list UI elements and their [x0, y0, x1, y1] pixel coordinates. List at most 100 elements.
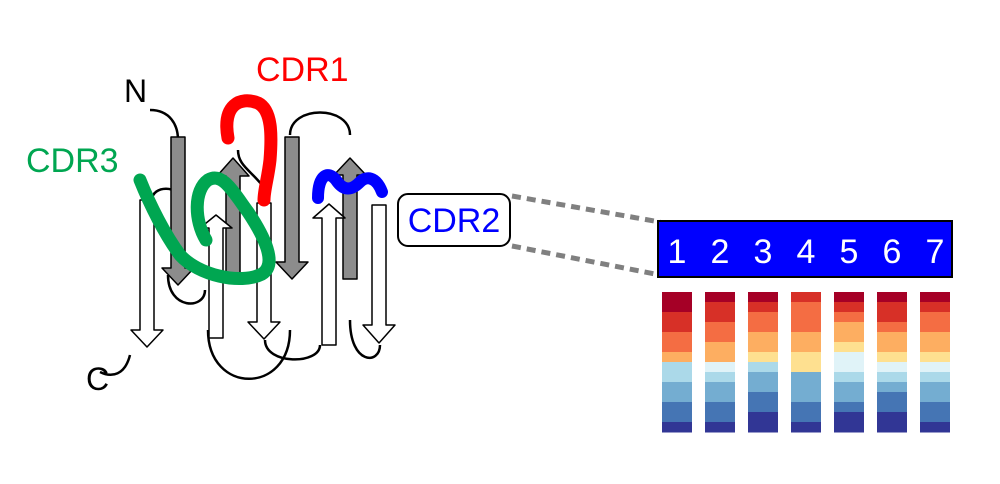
heatmap-cell	[748, 382, 778, 393]
strand-white-5	[362, 204, 396, 344]
heatmap-cell	[920, 302, 950, 313]
heatmap-cell	[662, 342, 692, 353]
heatmap-cell	[834, 422, 864, 433]
heatmap-cell	[748, 362, 778, 373]
cdr2-position-box	[657, 220, 953, 278]
heatmap-cell	[920, 422, 950, 433]
heatmap-cell	[662, 292, 692, 303]
heatmap-cell	[791, 332, 821, 343]
heatmap-cell	[748, 372, 778, 383]
strand-gray-3	[275, 136, 309, 280]
zoom-lines	[511, 193, 661, 278]
heatmap-cell	[662, 392, 692, 403]
heatmap-cell	[791, 372, 821, 383]
cdr2-loop	[312, 169, 388, 204]
heatmap-cell	[705, 352, 735, 363]
heatmap-cell	[748, 352, 778, 363]
heatmap-cell	[920, 382, 950, 393]
heatmap-cell	[877, 392, 907, 403]
heatmap-cell	[877, 302, 907, 313]
heatmap-cell	[877, 372, 907, 383]
position-number: 6	[883, 233, 902, 271]
heatmap-cell	[705, 372, 735, 383]
strand-white-4	[312, 203, 346, 346]
heatmap-cell	[834, 332, 864, 343]
heatmap-cell	[791, 292, 821, 303]
heatmap-column	[748, 292, 778, 433]
heatmap-cell	[877, 292, 907, 303]
heatmap-column	[662, 292, 692, 433]
heatmap-cell	[662, 402, 692, 413]
heatmap-cell	[662, 362, 692, 373]
heatmap-cell	[834, 372, 864, 383]
heatmap-cell	[920, 402, 950, 413]
heatmap-cell	[920, 332, 950, 343]
heatmap-cell	[877, 332, 907, 343]
heatmap-cell	[705, 392, 735, 403]
cdr3-label: CDR3	[26, 142, 119, 180]
heatmap-cell	[662, 352, 692, 363]
heatmap-cell	[834, 412, 864, 423]
heatmap-cell	[662, 312, 692, 323]
heatmap-cell	[834, 392, 864, 403]
cdr3-loop	[133, 171, 276, 286]
heatmap-cell	[920, 292, 950, 303]
heatmap-cell	[705, 362, 735, 373]
heatmap-cell	[877, 322, 907, 333]
cdr2-label-box	[397, 193, 511, 247]
heatmap-cell	[662, 412, 692, 423]
heatmap-cell	[791, 352, 821, 363]
heatmap-cell	[834, 402, 864, 413]
heatmap-cell	[705, 322, 735, 333]
heatmap-cell	[748, 312, 778, 323]
n-terminus-label: N	[124, 73, 147, 109]
heatmap-column	[791, 292, 821, 433]
heatmap-cell	[662, 332, 692, 343]
heatmap-cell	[748, 292, 778, 303]
heatmap-cell	[834, 292, 864, 303]
heatmap-cell	[791, 302, 821, 313]
heatmap-cell	[662, 322, 692, 333]
heatmap-cell	[748, 332, 778, 343]
heatmap-column	[705, 292, 735, 433]
heatmap-cell	[791, 402, 821, 413]
cdr1-label: CDR1	[256, 51, 349, 89]
heatmap-cell	[877, 352, 907, 363]
heatmap-cell	[705, 412, 735, 423]
heatmap-cell	[791, 322, 821, 333]
heatmap-cell	[705, 302, 735, 313]
position-number: 1	[668, 233, 687, 271]
heatmap-cell	[662, 302, 692, 313]
strand-gray-4	[333, 157, 367, 280]
heatmap-cell	[877, 402, 907, 413]
heatmap-cell	[662, 382, 692, 393]
heatmap-cell	[791, 382, 821, 393]
heatmap-cell	[834, 362, 864, 373]
heatmap-cell	[920, 342, 950, 353]
heatmap-cell	[705, 382, 735, 393]
heatmap-cell	[920, 392, 950, 403]
heatmap-cell	[791, 342, 821, 353]
position-heatmaps	[662, 292, 950, 433]
heatmap-cell	[877, 312, 907, 323]
heatmap-cell	[834, 382, 864, 393]
position-number: 5	[840, 233, 859, 271]
beta-strands	[130, 136, 396, 348]
heatmap-cell	[877, 422, 907, 433]
heatmap-cell	[920, 362, 950, 373]
heatmap-cell	[877, 362, 907, 373]
heatmap-column	[877, 292, 907, 433]
heatmap-cell	[834, 322, 864, 333]
heatmap-cell	[705, 422, 735, 433]
heatmap-cell	[662, 372, 692, 383]
heatmap-cell	[791, 392, 821, 403]
heatmap-cell	[791, 362, 821, 373]
heatmap-column	[920, 292, 950, 433]
heatmap-cell	[920, 412, 950, 423]
heatmap-cell	[791, 422, 821, 433]
cdr1-loop	[220, 94, 278, 207]
heatmap-cell	[877, 382, 907, 393]
cdr2-label: CDR2	[408, 202, 501, 240]
heatmap-cell	[834, 302, 864, 313]
heatmap-cell	[705, 292, 735, 303]
